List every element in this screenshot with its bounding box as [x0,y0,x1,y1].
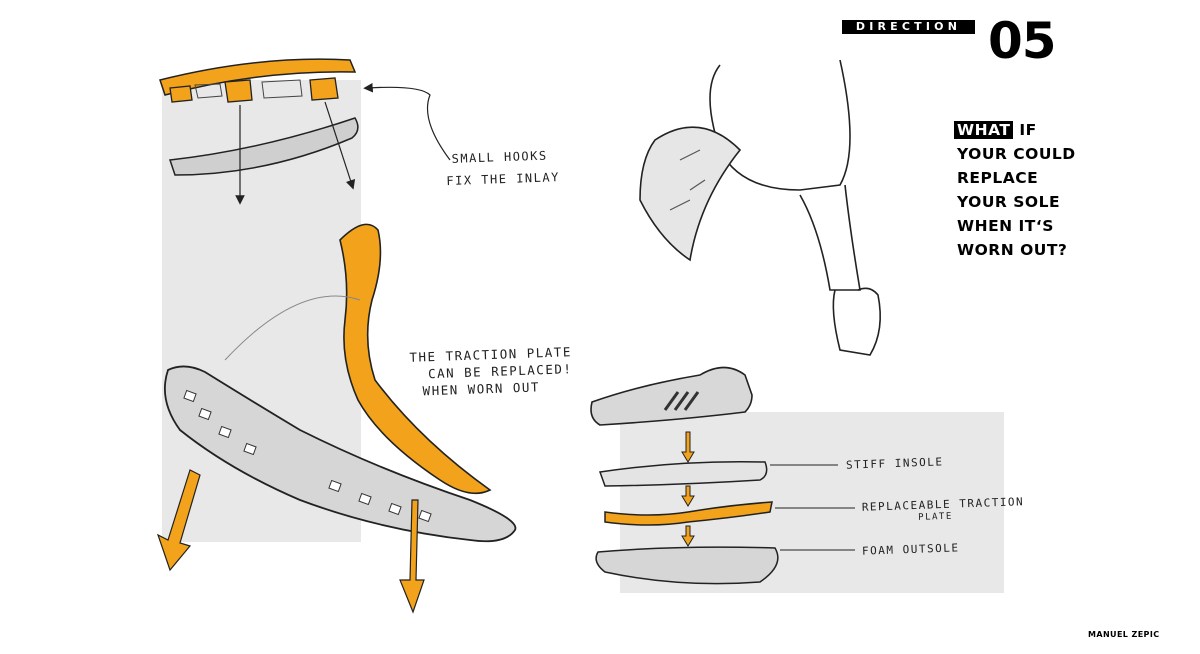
question-highlight: WHAT [954,121,1014,139]
question-line-2: YOUR COULD [957,145,1076,163]
shoe-stack-sketch [590,366,855,585]
sole-exploded-sketch [156,223,517,614]
question-line-5: WHEN IT‘S [957,217,1054,235]
traction-annotation: THE TRACTION PLATE CAN BE REPLACED! WHEN… [409,343,573,400]
hooks-annotation: SMALL HOOKS FIX THE INLAY [446,144,560,192]
question-line-1: WHAT IF [954,118,1177,142]
hook-detail-sketch [159,58,451,205]
concept-question: WHAT IF YOUR COULD REPLACE YOUR SOLE WHE… [954,118,1177,262]
direction-number: 05 [988,12,1057,70]
author-credit: MANUEL ZEPIC [1088,630,1160,639]
hooks-annotation-line-2: FIX THE INLAY [446,170,561,189]
question-line-3: REPLACE [957,169,1039,187]
direction-label: DIRECTION [842,20,975,34]
question-line-4: YOUR SOLE [957,193,1061,211]
question-line-6: WORN OUT? [957,241,1068,259]
runner-leg-sketch [639,59,881,356]
question-line-1-rest: IF [1013,121,1037,139]
